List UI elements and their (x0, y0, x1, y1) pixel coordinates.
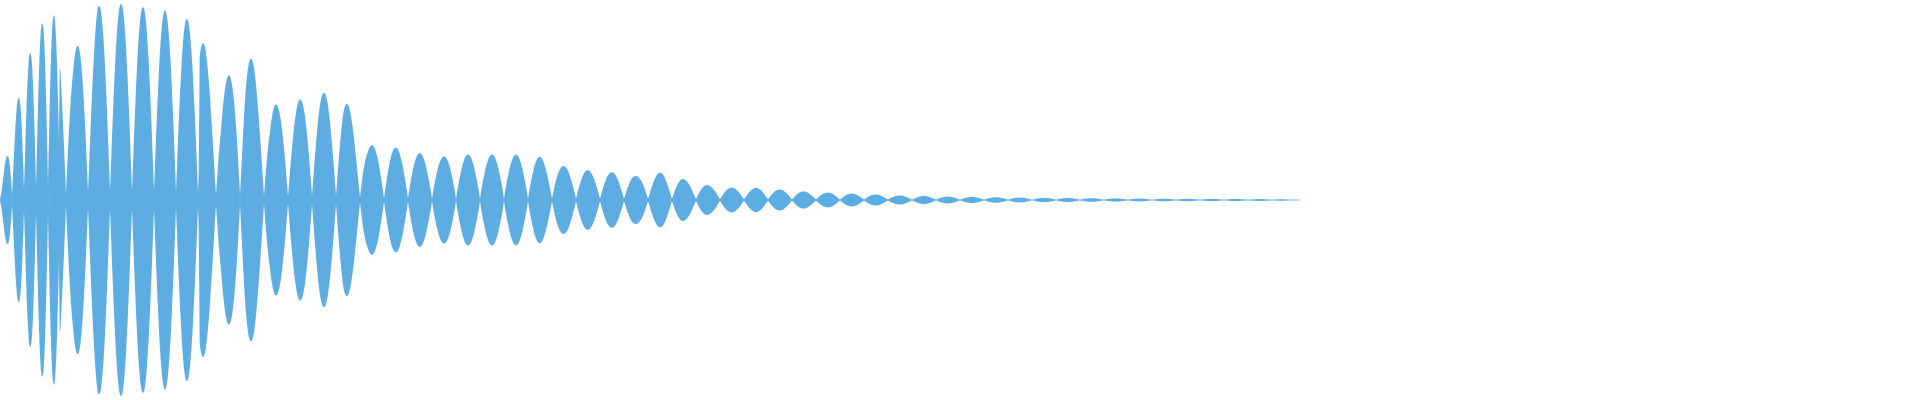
waveform-fill (0, 3, 1301, 397)
